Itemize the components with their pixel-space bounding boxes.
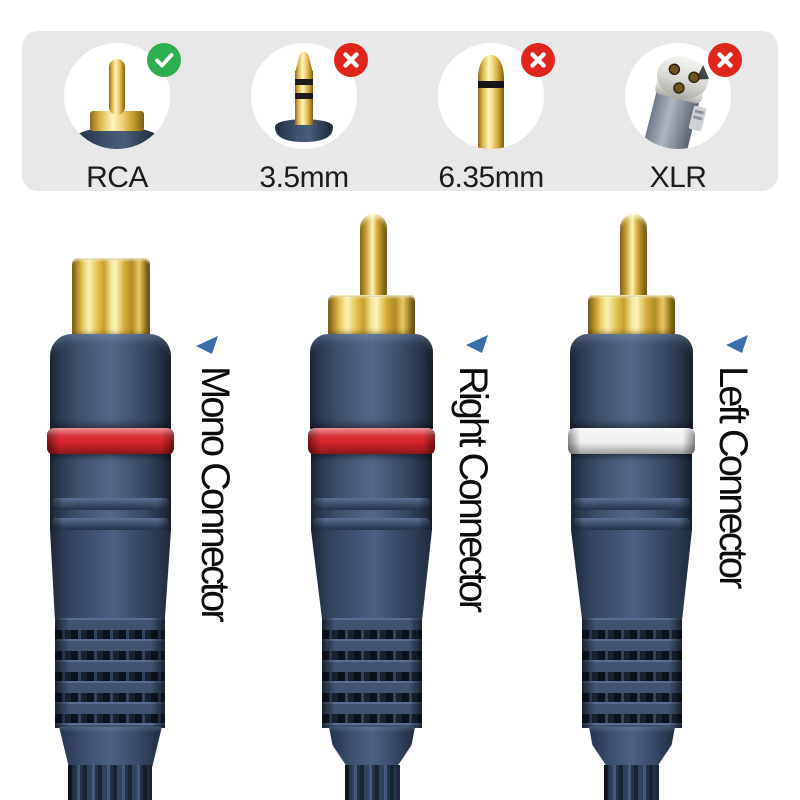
compat-label-xlr: XLR (649, 161, 707, 194)
color-band-red (47, 428, 174, 455)
compat-item-rca: RCA (37, 43, 197, 194)
ridge-ring (573, 498, 690, 510)
strain-relief-grid (55, 618, 165, 728)
compat-label-6-35mm: 6.35mm (438, 161, 544, 194)
connector-body (310, 334, 433, 429)
cross-badge (708, 43, 742, 77)
color-band-red (308, 428, 435, 455)
boot-collar (329, 727, 415, 767)
ridge-ring (52, 518, 169, 530)
compat-label-rca: RCA (86, 161, 148, 194)
check-icon (155, 53, 174, 68)
cable (68, 765, 152, 800)
ridge-ring (52, 498, 169, 510)
compat-circle (438, 43, 555, 149)
compat-item-3-5mm: 3.5mm (224, 43, 384, 194)
ridge-ring (573, 518, 690, 530)
compat-item-6-35mm: 6.35mm (411, 43, 571, 194)
pointer-arrow-icon (196, 336, 218, 354)
compatibility-bar: RCA 3.5mm (22, 31, 778, 194)
label-right-connector: Right Connector (451, 366, 495, 611)
compat-item-xlr: XLR (598, 43, 758, 194)
gold-collar (588, 295, 675, 335)
cross-badge (521, 43, 555, 77)
label-mono-connector: Mono Connector (193, 366, 237, 620)
label-left-connector: Left Connector (711, 366, 755, 587)
rca-plug-icon (76, 59, 158, 149)
compat-circle (251, 43, 368, 149)
3.5mm-plug-icon (275, 51, 333, 142)
connector-body-lower (311, 454, 432, 530)
x-icon (343, 52, 359, 68)
connector-body (50, 334, 171, 429)
color-band-white (568, 428, 695, 455)
gold-collar (328, 295, 415, 335)
compat-label-3-5mm: 3.5mm (259, 161, 349, 194)
ridge-ring (313, 498, 430, 510)
connector-taper (571, 530, 692, 618)
connector-body (570, 334, 693, 429)
ridge-ring (313, 518, 430, 530)
x-icon (717, 52, 733, 68)
boot-collar (589, 727, 675, 767)
connector-taper (50, 530, 171, 618)
pointer-arrow-icon (726, 335, 748, 353)
female-gold-barrel (72, 258, 150, 336)
rca-pin (620, 214, 647, 298)
6.35mm-plug-icon (478, 55, 504, 149)
compat-circle (64, 43, 181, 149)
connector-body-lower (50, 454, 171, 530)
strain-relief-grid (322, 618, 422, 728)
boot-collar (59, 727, 162, 767)
cross-badge (334, 43, 368, 77)
cable (345, 765, 400, 800)
rca-pin (360, 214, 387, 298)
compat-circle (625, 43, 742, 149)
x-icon (530, 52, 546, 68)
connector-taper (311, 530, 432, 618)
pointer-arrow-icon (466, 335, 488, 353)
cable (604, 765, 659, 800)
xlr-plug-icon (643, 56, 710, 149)
check-badge (147, 43, 181, 77)
connector-body-lower (571, 454, 692, 530)
strain-relief-grid (582, 618, 682, 728)
